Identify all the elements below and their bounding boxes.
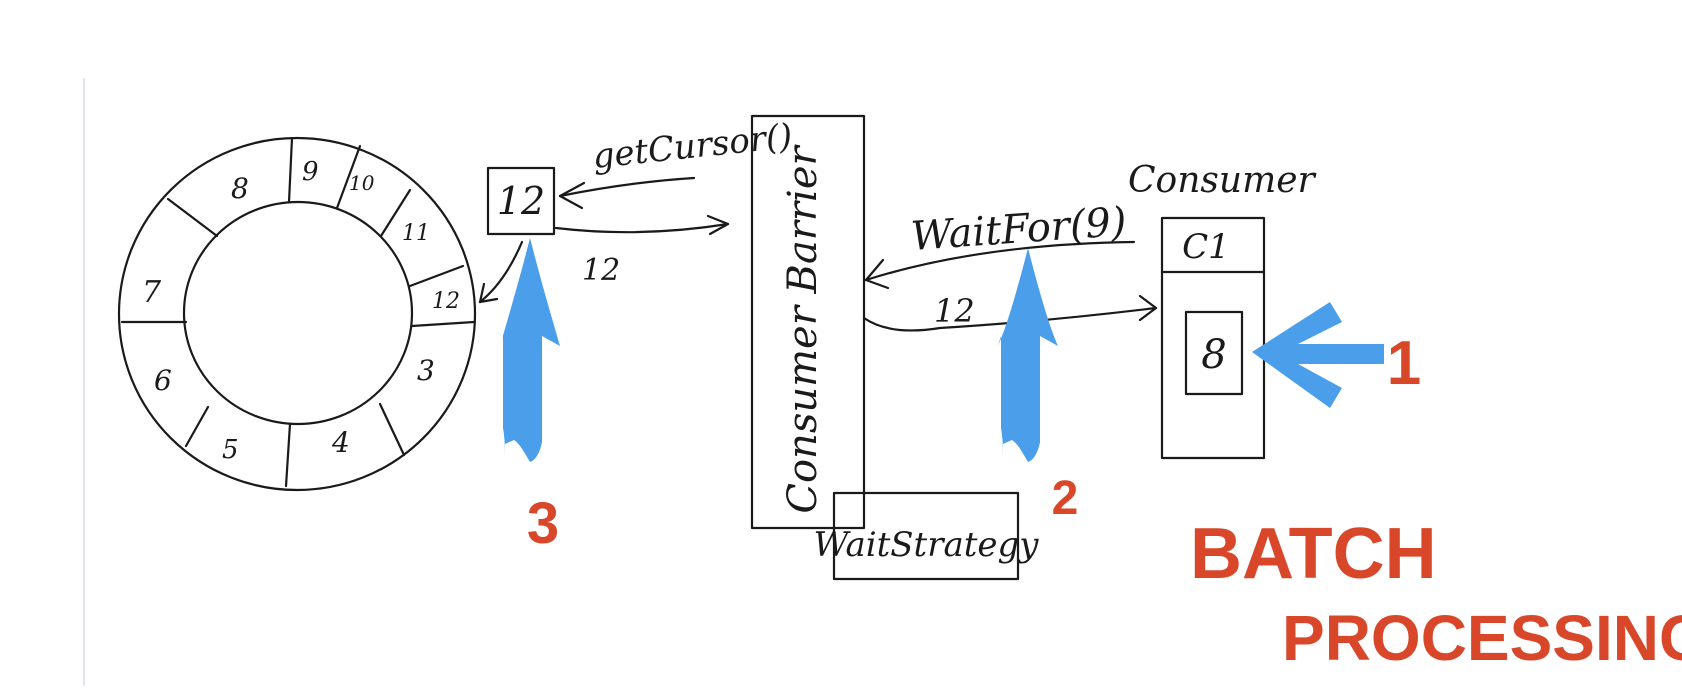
ring-slot: 11 [402,221,430,246]
ring-slot: 10 [349,171,375,195]
wait-strategy-label: WaitStrategy [813,525,1039,565]
cursor-value: 12 [497,179,545,223]
get-cursor-label: getCursor() [591,116,795,177]
wait-strategy-box: WaitStrategy [813,491,1039,581]
wait-for-label: WaitFor(9) [909,199,1127,260]
ring-slot: 5 [222,435,239,465]
ring-buffer: 8 9 10 11 12 3 4 5 6 7 [117,136,477,492]
step-number-3: 3 [527,491,559,556]
consumer-id: C1 [1182,227,1230,267]
ring-slot: 6 [154,364,172,397]
ring-slot: 8 [231,172,249,205]
cursor-box: 12 [486,166,556,236]
title-processing: PROCESSING [1282,602,1682,674]
cursor-return-label: 12 [582,253,620,288]
consumer-label: Consumer [1128,160,1317,201]
get-cursor-arrow [558,176,696,210]
wait-return-arrow [862,294,1158,332]
wait-return-label: 12 [934,292,975,330]
cursor-to-ring-arrow [478,240,524,304]
consumer-barrier: Consumer Barrier [750,114,866,530]
ring-outer [117,136,477,492]
blue-arrow-step-3 [500,238,560,462]
title-batch: BATCH [1190,514,1437,594]
ring-slot: 4 [331,426,350,459]
ring-slot: 12 [432,289,460,314]
consumer-barrier-label: Consumer Barrier [780,144,826,514]
blue-arrow-step-1 [1252,302,1384,408]
blue-arrow-step-2 [998,248,1058,462]
ring-slot-labels: 8 9 10 11 12 3 4 5 6 7 [142,157,460,465]
ring-dividers [120,136,476,488]
step-number-2: 2 [1052,472,1079,525]
consumer-box: C1 8 [1160,216,1266,460]
ring-slot: 9 [302,157,319,187]
ring-slot: 7 [142,275,162,310]
ring-slot: 3 [417,354,435,387]
step-number-1: 1 [1387,329,1421,398]
ring-inner [182,200,414,426]
consumer-sequence-box [1184,310,1244,396]
cursor-return-arrow [554,214,730,236]
wait-for-arrow [864,240,1136,290]
consumer-sequence: 8 [1201,332,1226,378]
